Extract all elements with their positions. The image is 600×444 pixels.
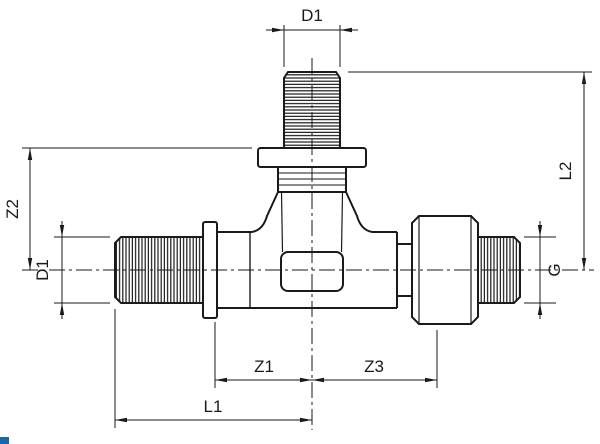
dimension-label-z3: Z3 [364, 357, 384, 376]
dimension-z3: Z3 [312, 330, 438, 388]
dimension-label-z2: Z2 [3, 199, 22, 219]
branch-flare-left [251, 191, 279, 233]
branch-inner-lines [280, 191, 344, 253]
dimension-d1-left: D1 [33, 221, 110, 319]
dimension-label-d1-left: D1 [33, 259, 52, 281]
dimension-label-d1-top: D1 [301, 6, 323, 25]
dimension-label-z1: Z1 [254, 357, 274, 376]
male-thread-g [477, 236, 521, 304]
centerlines [22, 58, 594, 430]
dimension-l1: L1 [114, 309, 312, 428]
dimension-label-g: G [545, 263, 564, 276]
fitting-body [114, 71, 521, 325]
union-nut-chamfer-lines [418, 216, 472, 324]
dimension-label-l1: L1 [204, 397, 223, 416]
dimension-z1: Z1 [214, 322, 312, 388]
branch-flare-right [345, 191, 373, 233]
branch-ribbed-nipple [283, 71, 341, 149]
logo-fragment [0, 437, 9, 444]
dimension-z2: Z2 [3, 147, 252, 270]
d1-left-extension-lines [54, 236, 110, 304]
z1-arrowheads [215, 377, 312, 383]
dimension-g: G [524, 221, 564, 319]
dimension-d1-top: D1 [266, 6, 358, 67]
dimension-l2: L2 [348, 71, 592, 270]
dimension-label-l2: L2 [556, 162, 575, 181]
d1-top-extension-lines [283, 25, 341, 67]
